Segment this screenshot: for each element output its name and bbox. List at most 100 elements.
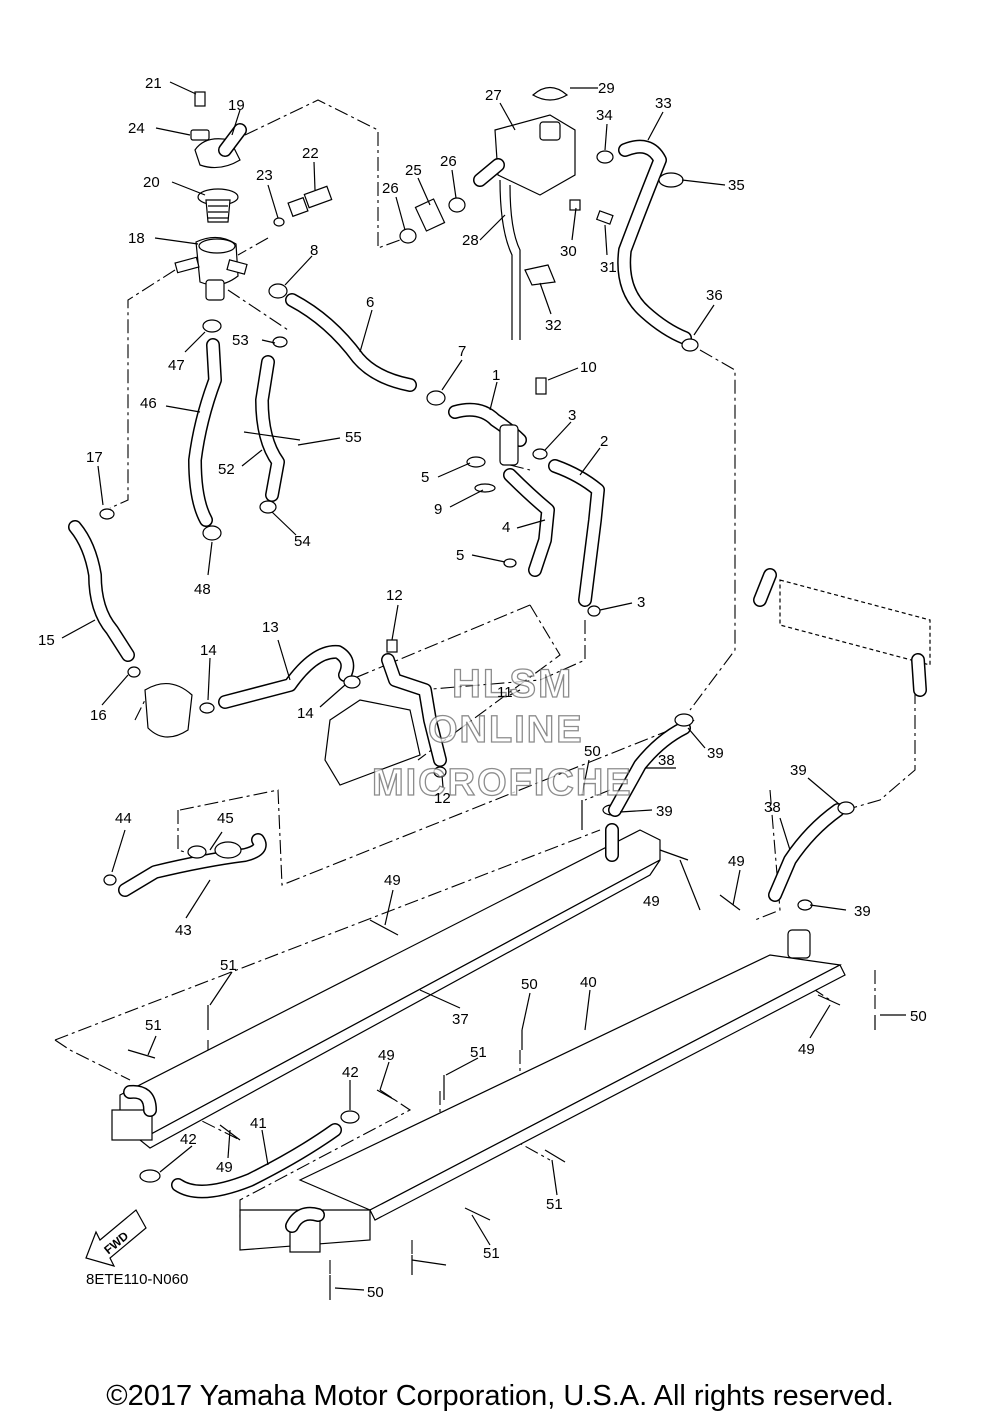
part-label: 39 — [854, 903, 871, 920]
rivets — [127, 800, 876, 1300]
part-label: 50 — [584, 743, 601, 760]
part-label: 1 — [492, 367, 500, 384]
part-label: 4 — [502, 519, 510, 536]
part-label: 19 — [228, 97, 245, 114]
hose-41 — [139, 1110, 360, 1199]
watermark-line-2: ONLINE — [428, 709, 584, 751]
small-hoses — [68, 319, 301, 678]
part-label: 30 — [560, 243, 577, 260]
part-label: 49 — [728, 853, 745, 870]
part-label: 50 — [521, 976, 538, 993]
part-label: 31 — [600, 259, 617, 276]
part-label: 5 — [421, 469, 429, 486]
part-label: 14 — [200, 642, 217, 659]
part-label: 48 — [194, 581, 211, 598]
part-label: 51 — [546, 1196, 563, 1213]
part-label: 18 — [128, 230, 145, 247]
part-label: 6 — [366, 294, 374, 311]
hose-38-upper — [608, 713, 694, 817]
part-label: 10 — [580, 359, 597, 376]
watermark: HLSM ONLINE MICROFICHE — [371, 661, 633, 804]
part-label: 3 — [568, 407, 576, 424]
part-label: 38 — [658, 752, 675, 769]
part-label: 35 — [728, 177, 745, 194]
part-label: 55 — [345, 429, 362, 446]
part-label: 24 — [128, 120, 145, 137]
part-label: 38 — [764, 799, 781, 816]
hoses-1-2-4 — [448, 377, 605, 617]
part-label: 47 — [168, 357, 185, 374]
part-label: 12 — [386, 587, 403, 604]
part-label: 26 — [440, 153, 457, 170]
part-label: 53 — [232, 332, 249, 349]
part-label: 54 — [294, 533, 311, 550]
part-labels: 21 19 24 20 23 22 18 8 47 53 46 17 15 16… — [38, 75, 927, 1301]
part-label: 8 — [310, 242, 318, 259]
watermark-line-3: MICROFICHE — [372, 762, 633, 804]
water-pump-group — [144, 639, 447, 786]
part-label: 49 — [378, 1047, 395, 1064]
reservoir-tank-group — [399, 86, 614, 340]
part-label: 41 — [250, 1115, 267, 1132]
part-label: 21 — [145, 75, 162, 92]
part-label: 40 — [580, 974, 597, 991]
part-label: 49 — [384, 872, 401, 889]
part-label: 42 — [180, 1131, 197, 1148]
part-label: 13 — [262, 619, 279, 636]
heat-exchanger-lower — [239, 954, 846, 1253]
part-label: 5 — [456, 547, 464, 564]
fwd-arrow: FWD — [85, 1209, 147, 1267]
part-label: 14 — [297, 705, 314, 722]
part-label: 45 — [217, 810, 234, 827]
part-label: 51 — [220, 957, 237, 974]
part-label: 7 — [458, 343, 466, 360]
part-label: 39 — [790, 762, 807, 779]
part-label: 27 — [485, 87, 502, 104]
part-label: 42 — [342, 1064, 359, 1081]
copyright-notice: ©2017 Yamaha Motor Corporation, U.S.A. A… — [106, 1380, 894, 1412]
part-label: 20 — [143, 174, 160, 191]
part-label: 3 — [637, 594, 645, 611]
part-label: 36 — [706, 287, 723, 304]
part-label: 2 — [600, 433, 608, 450]
part-label: 12 — [434, 790, 451, 807]
part-label: 11 — [497, 684, 513, 701]
part-label: 34 — [596, 107, 613, 124]
part-label: 39 — [707, 745, 724, 762]
part-label: 46 — [140, 395, 157, 412]
part-label: 49 — [798, 1041, 815, 1058]
part-label: 17 — [86, 449, 103, 466]
hose-6 — [268, 283, 446, 406]
part-label: 39 — [656, 803, 673, 820]
part-label: 22 — [302, 145, 319, 162]
part-label: 15 — [38, 632, 55, 649]
part-label: 51 — [145, 1017, 162, 1034]
figure-code: 8ETE110-N060 — [86, 1271, 189, 1288]
hose-43 — [103, 833, 267, 897]
part-label: 49 — [643, 893, 660, 910]
part-label: 52 — [218, 461, 235, 478]
part-label: 50 — [367, 1284, 384, 1301]
leader-lines — [61, 81, 906, 1291]
part-label: 49 — [216, 1159, 233, 1176]
part-label: 32 — [545, 317, 562, 334]
part-label: 29 — [598, 80, 615, 97]
part-label: 43 — [175, 922, 192, 939]
part-label: 9 — [434, 501, 442, 518]
watermark-line-1: HLSM — [452, 662, 573, 706]
part-label: 16 — [90, 707, 107, 724]
part-label: 28 — [462, 232, 479, 249]
part-label: 25 — [405, 162, 422, 179]
part-label: 50 — [910, 1008, 927, 1025]
hose-33 — [617, 139, 699, 352]
part-label: 51 — [483, 1245, 500, 1262]
part-label: 44 — [115, 810, 132, 827]
part-label: 33 — [655, 95, 672, 112]
part-label: 23 — [256, 167, 273, 184]
part-label: 26 — [382, 180, 399, 197]
part-label: 37 — [452, 1011, 469, 1028]
hose-38-right — [753, 568, 931, 959]
part-label: 51 — [470, 1044, 487, 1061]
thermostat-housing-group — [174, 91, 333, 301]
